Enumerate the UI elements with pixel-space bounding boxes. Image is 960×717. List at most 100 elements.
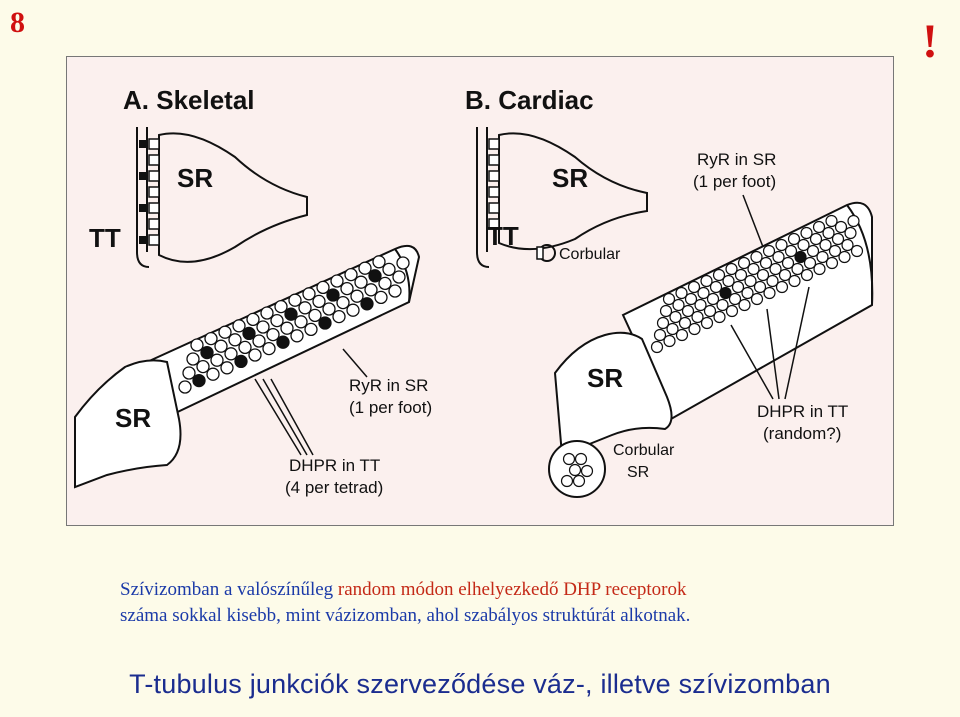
ryr-particle (239, 341, 251, 353)
ryr-particle (233, 320, 245, 332)
panel-a-tt-label: TT (89, 223, 121, 253)
ryr-particle (267, 329, 279, 341)
dhpr-particle (369, 270, 381, 282)
ryr-particle (313, 295, 325, 307)
panel-b-ryr-label-2: (1 per foot) (693, 172, 776, 191)
panel-b-tt-label: TT (487, 221, 519, 251)
ryr-particle (389, 285, 401, 297)
ryr-particle (365, 284, 377, 296)
panel-b-feet (489, 139, 499, 229)
ryr-particle (714, 270, 725, 281)
ryr-particle (289, 294, 301, 306)
ryr-particle (801, 228, 812, 239)
ryr-foot (149, 187, 159, 197)
ryr-particle (225, 348, 237, 360)
ryr-foot (489, 139, 499, 149)
ryr-particle (814, 222, 825, 233)
ryr-particle (789, 234, 800, 245)
ryr-foot (489, 187, 499, 197)
panel-b-dhpr-label-1: DHPR in TT (757, 402, 848, 421)
ryr-particle (689, 282, 700, 293)
dhpr-mark (139, 236, 147, 244)
ryr-particle (257, 321, 269, 333)
ryr-particle (676, 288, 687, 299)
panel-a-sr-top-label: SR (177, 163, 213, 193)
ryr-particle (229, 334, 241, 346)
panel-skeletal: A. Skeletal SR TT SR RyR in SR (1 per fo… (75, 85, 432, 497)
ryr-particle (739, 258, 750, 269)
ryr-particle (197, 361, 209, 373)
ryr-particle (655, 330, 666, 341)
ryr-particle (345, 269, 357, 281)
panel-b-title: B. Cardiac (465, 85, 594, 115)
ryr-foot (149, 139, 159, 149)
ryr-particle (375, 291, 387, 303)
ryr-particle (359, 262, 371, 274)
ryr-particle (564, 454, 575, 465)
dhpr-particle (201, 347, 213, 359)
caption: Szívizomban a valószínűleg random módon … (120, 577, 880, 629)
ryr-particle (333, 311, 345, 323)
panel-a-dhpr-label-2: (4 per tetrad) (285, 478, 383, 497)
ryr-foot (149, 203, 159, 213)
panel-a-ryr-label-1: RyR in SR (349, 376, 428, 395)
ryr-particle (281, 322, 293, 334)
ryr-particle (309, 309, 321, 321)
ryr-particle (331, 275, 343, 287)
ryr-particle (305, 323, 317, 335)
ryr-particle (726, 264, 737, 275)
dhpr-mark (139, 140, 147, 148)
ryr-foot (489, 171, 499, 181)
ryr-particle (261, 307, 273, 319)
caption-part2: száma sokkal kisebb, mint vázizomban, ah… (120, 605, 690, 626)
ryr-particle (661, 306, 672, 317)
ryr-particle (341, 283, 353, 295)
dhpr-particle (277, 336, 289, 348)
ryr-particle (373, 256, 385, 268)
dhpr-particle (361, 298, 373, 310)
panel-cardiac: B. Cardiac SR TT Corbular RyR in SR (1 p… (465, 85, 872, 497)
dhpr-particle (193, 375, 205, 387)
ryr-particle (263, 343, 275, 355)
ryr-particle (211, 354, 223, 366)
ryr-particle (848, 216, 859, 227)
ryr-particle (576, 454, 587, 465)
caption-highlight: random módon elhelyezkedő DHP receptorok (338, 579, 687, 600)
exclamation-mark: ! (922, 14, 938, 69)
ryr-particle (355, 276, 367, 288)
ryr-foot (149, 171, 159, 181)
ryr-particle (215, 340, 227, 352)
dhpr-particle (285, 308, 297, 320)
ryr-foot (489, 203, 499, 213)
ryr-particle (249, 349, 261, 361)
ryr-particle (183, 367, 195, 379)
ryr-foot (149, 219, 159, 229)
ryr-particle (207, 368, 219, 380)
panel-b-corbular-label: Corbular (559, 246, 621, 263)
ryr-particle (658, 318, 669, 329)
ryr-particle (291, 330, 303, 342)
dhpr-particle (319, 317, 331, 329)
panel-b-sr-top-label: SR (552, 163, 588, 193)
panel-b-ryr-arrow (743, 195, 763, 247)
ryr-particle (383, 263, 395, 275)
panel-b-corbular-foot (537, 247, 543, 259)
panel-b-sr-bottom-label: SR (587, 363, 623, 393)
ryr-particle (303, 288, 315, 300)
ryr-particle (826, 216, 837, 227)
ryr-particle (701, 276, 712, 287)
diagram-figure: A. Skeletal SR TT SR RyR in SR (1 per fo… (66, 56, 894, 526)
ryr-particle (271, 315, 283, 327)
panel-b-dhpr-label-2: (random?) (763, 424, 841, 443)
ryr-particle (275, 301, 287, 313)
ryr-particle (191, 339, 203, 351)
ryr-particle (187, 353, 199, 365)
ryr-particle (347, 304, 359, 316)
ryr-foot (149, 155, 159, 165)
panel-a-feet (139, 139, 159, 245)
ryr-particle (751, 252, 762, 263)
ryr-particle (247, 313, 259, 325)
panel-b-corbular-sr-label-2: SR (627, 464, 649, 481)
ryr-particle (574, 476, 585, 487)
ryr-particle (179, 381, 191, 393)
